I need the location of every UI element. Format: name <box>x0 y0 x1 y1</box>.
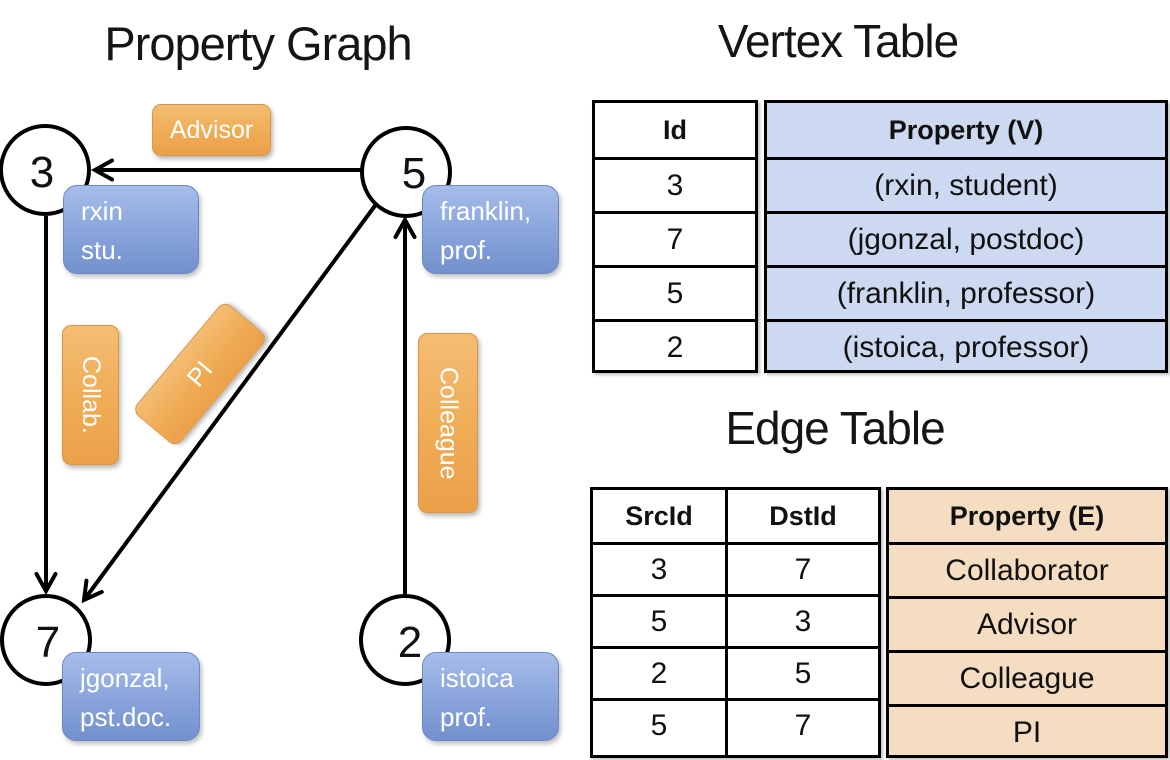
edge-table-src-cell: 5 <box>593 698 725 750</box>
node-id-3: 3 <box>29 148 55 197</box>
edge-label-colleague: Colleague <box>418 333 478 513</box>
edge-table-src-cell: 3 <box>593 542 725 594</box>
edge-table-dst-cell: 3 <box>728 594 878 646</box>
edge-table-dst-cell: 7 <box>728 698 878 750</box>
edge-label-collab: Collab. <box>62 325 119 465</box>
vertex-table-property-header: Property (V) <box>888 114 1044 145</box>
node-id-2: 2 <box>397 618 423 667</box>
vertex-prop-line: rxin <box>81 196 123 226</box>
edge-table-src-column: SrcId 3 5 2 5 <box>593 490 728 755</box>
edge-table-dst-header: DstId <box>769 500 837 531</box>
edge-table-property-column: Property (E) Collaborator Advisor Collea… <box>886 487 1168 758</box>
vertex-table-id-cell: 7 <box>595 211 755 265</box>
vertex-prop-line: stu. <box>81 235 123 265</box>
edge-table-property-cell: Colleague <box>889 650 1165 704</box>
vertex-prop-box-5: franklin, prof. <box>422 185 559 274</box>
edge-table-src-cell: 5 <box>593 594 725 646</box>
vertex-prop-line: prof. <box>440 235 493 265</box>
edge-table-dst-cell: 7 <box>728 542 878 594</box>
edge-table-src-dst-columns: SrcId 3 5 2 5 DstId 7 3 5 7 <box>590 487 881 758</box>
vertex-table-id-cell: 3 <box>595 157 755 211</box>
vertex-prop-box-2: istoica prof. <box>422 652 559 741</box>
vertex-prop-line: istoica <box>440 663 514 693</box>
edge-table-property-cell: PI <box>889 704 1165 758</box>
edge-table-src-cell: 2 <box>593 646 725 698</box>
edge-table-property-cell: Advisor <box>889 596 1165 650</box>
vertex-table-property-column: Property (V) (rxin, student) (jgonzal, p… <box>764 100 1168 373</box>
vertex-table-title: Vertex Table <box>717 15 959 67</box>
edge-table-dst-cell: 5 <box>728 646 878 698</box>
edge-table-src-header: SrcId <box>625 500 693 531</box>
edge-table-title: Edge Table <box>725 402 945 454</box>
vertex-prop-line: jgonzal, <box>80 663 170 693</box>
vertex-prop-box-7: jgonzal, pst.doc. <box>62 652 200 741</box>
vertex-table-id-cell: 2 <box>595 319 755 373</box>
vertex-table-property-cell: (jgonzal, postdoc) <box>767 211 1165 265</box>
edge-label-advisor: Advisor <box>152 104 271 156</box>
vertex-prop-line: prof. <box>440 702 493 732</box>
edge-table-dst-column: DstId 7 3 5 7 <box>728 490 878 755</box>
vertex-table-property-cell: (rxin, student) <box>767 157 1165 211</box>
vertex-table-property-cell: (istoica, professor) <box>767 319 1165 373</box>
vertex-table-id-header: Id <box>663 114 687 145</box>
edge-table-property-cell: Collaborator <box>889 542 1165 596</box>
vertex-prop-line: pst.doc. <box>80 702 172 732</box>
edge-pi-5-to-7 <box>81 201 379 604</box>
node-id-7: 7 <box>35 618 61 667</box>
vertex-prop-line: franklin, <box>440 196 532 226</box>
edge-table-property-header: Property (E) <box>949 500 1105 531</box>
vertex-table-property-cell: (franklin, professor) <box>767 265 1165 319</box>
vertex-table-id-cell: 5 <box>595 265 755 319</box>
vertex-prop-box-3: rxin stu. <box>63 185 199 274</box>
node-id-5: 5 <box>401 149 427 198</box>
vertex-table-id-column: Id 3 7 5 2 <box>592 100 758 373</box>
graph-title: Property Graph <box>104 17 412 70</box>
